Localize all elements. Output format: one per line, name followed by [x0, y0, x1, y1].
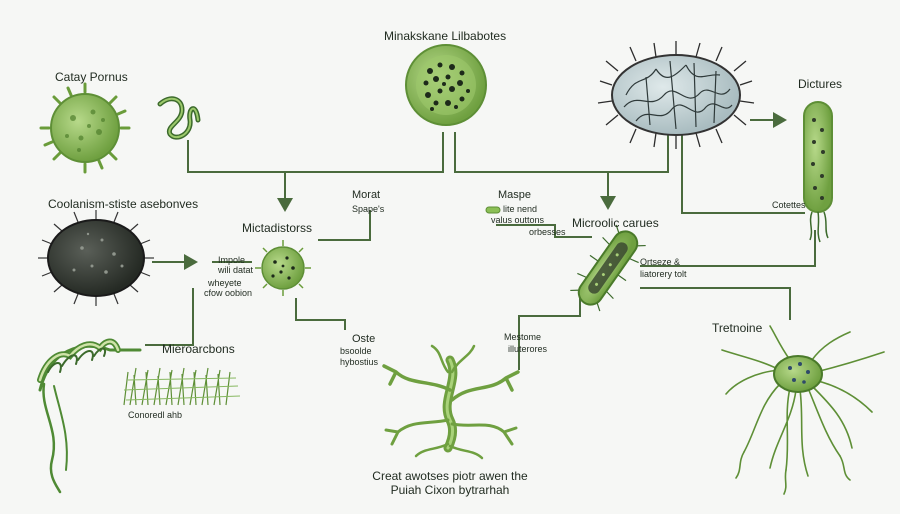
filament-mat-icon — [123, 367, 241, 406]
label-orbesses: orbesses — [529, 227, 566, 237]
label-illuterores: illuterores — [508, 344, 548, 354]
label-wheyete: wheyete — [208, 278, 242, 288]
small-coccus-icon — [255, 240, 311, 296]
hairy-bacterium-icon — [597, 41, 755, 149]
label-coolanism: Coolanism-stiste asebonves — [48, 197, 199, 211]
label-bsoolde: bsoolde — [340, 346, 372, 356]
label-cfow: cfow oobion — [204, 288, 253, 298]
caption-line-2: Puiah Cixon bytrarhah — [390, 483, 510, 497]
label-cotettes: Cotettes — [772, 200, 806, 210]
label-morat: Morat — [352, 189, 381, 201]
label-lite-nend: lite nend — [503, 204, 538, 214]
caption-line-1: Creat awotses piotr awen the — [372, 469, 528, 483]
bacillus-icon — [803, 101, 833, 243]
root-cell-icon — [721, 325, 885, 495]
label-valus: valus outtons — [491, 215, 545, 225]
label-trethoine: Tretnoine — [712, 321, 763, 335]
label-liatory: liatorery tolt — [640, 269, 687, 279]
label-hybostius: hybostius — [340, 357, 379, 367]
connector-lines — [145, 112, 816, 370]
label-dictures: Dictures — [798, 77, 843, 91]
label-microolic: Microolic carues — [572, 216, 659, 230]
label-top-center: Minakskane Lilbabotes — [384, 29, 507, 43]
spirochete-icon — [37, 338, 142, 494]
small-pill-icon — [485, 206, 501, 214]
label-ortseze: Ortseze & — [640, 257, 681, 267]
label-maspe: Maspe — [498, 189, 532, 201]
label-spape: Spape's — [352, 204, 385, 214]
label-microarcbons: Mieroarcbons — [162, 342, 235, 356]
spiral-icon — [157, 96, 201, 140]
coccus-icon — [405, 44, 487, 126]
label-top-left: Catay Pornus — [55, 70, 128, 84]
label-conoredl: Conoredl ahb — [128, 410, 183, 420]
label-oste: Oste — [352, 333, 376, 345]
label-mestome: Mestome — [504, 332, 542, 342]
rod-bacterium-icon — [570, 224, 646, 312]
label-mictadistorss: Mictadistorss — [242, 221, 313, 235]
label-impole: Impole — [218, 255, 246, 265]
label-wili-datat: wili datat — [218, 265, 254, 275]
mycelium-icon — [382, 344, 520, 460]
spiny-cell-icon — [38, 210, 154, 306]
virus-icon — [39, 82, 131, 174]
